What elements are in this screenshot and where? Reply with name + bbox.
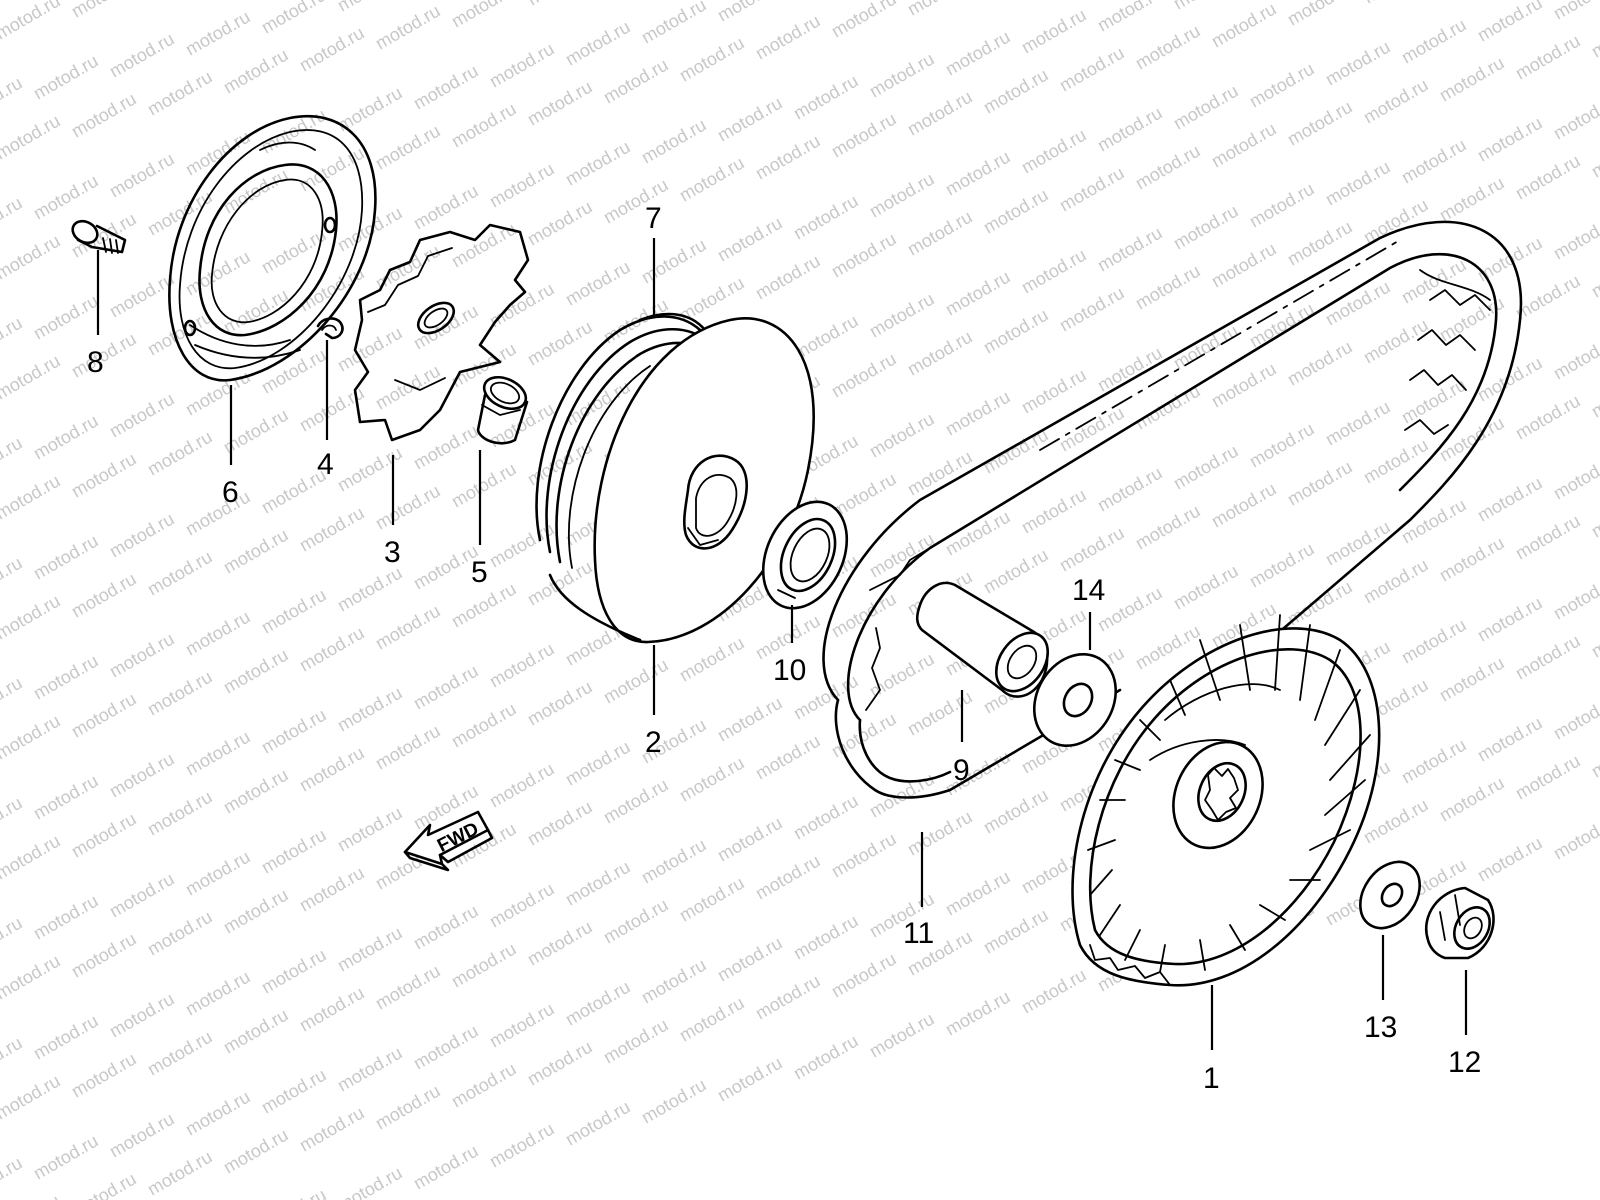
part-label-11: 11 (903, 917, 934, 950)
part-8-bolt (71, 219, 127, 254)
part-5-sleeve (476, 375, 529, 445)
part-6-cover-plate (168, 114, 377, 382)
part-label-1: 1 (1203, 1062, 1220, 1095)
part-3-ramp-plate (353, 223, 530, 442)
part-label-14: 14 (1072, 574, 1105, 607)
part-label-12: 12 (1448, 1046, 1481, 1079)
part-label-5: 5 (471, 556, 488, 589)
part-10-oil-seal (761, 500, 849, 610)
part-label-6: 6 (222, 476, 239, 509)
part-label-7: 7 (645, 202, 662, 235)
fwd-arrow-icon: FWD (403, 810, 494, 872)
part-label-9: 9 (953, 754, 970, 787)
part-label-3: 3 (384, 536, 401, 569)
part-label-2: 2 (645, 726, 662, 759)
part-label-10: 10 (773, 654, 806, 687)
part-labels: 8 6 4 3 5 7 2 10 9 14 11 1 13 12 (87, 202, 1481, 1095)
part-label-4: 4 (317, 448, 334, 481)
part-13-washer (1359, 860, 1421, 930)
part-4-spring-clip (316, 317, 344, 340)
part-2-drive-face (535, 312, 815, 644)
part-label-13: 13 (1364, 1011, 1397, 1044)
part-12-nut (1425, 886, 1495, 960)
part-1-fixed-drive-face (1071, 614, 1381, 987)
part-9-spacer (915, 581, 1050, 698)
part-11-drive-belt (822, 220, 1523, 799)
part-label-8: 8 (87, 346, 104, 379)
part-14-washer (1032, 652, 1118, 748)
leader-lines (96, 238, 1468, 1050)
